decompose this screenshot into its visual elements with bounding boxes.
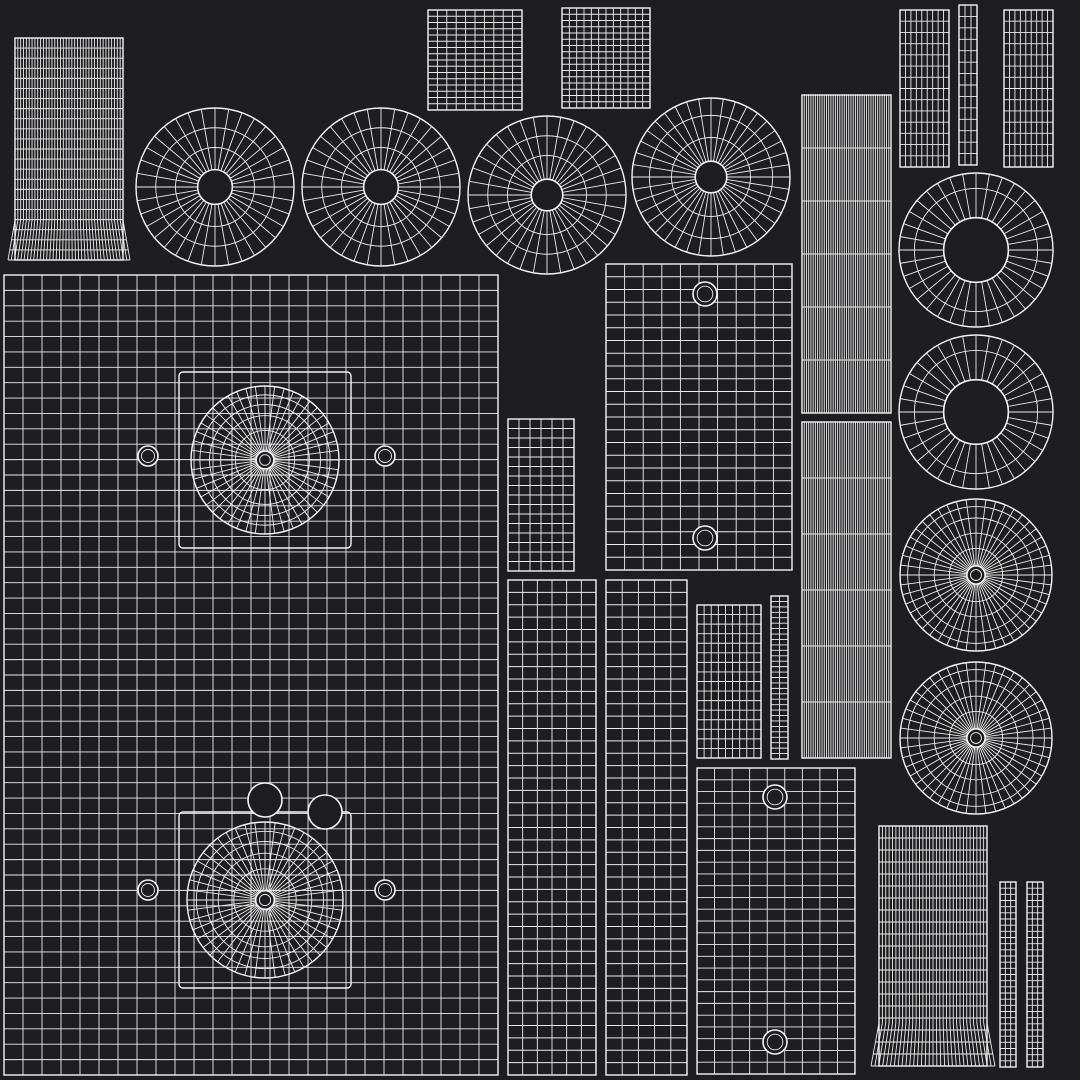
top-right-grid-island-b — [1003, 9, 1054, 168]
top-left-skirt-island — [7, 37, 131, 261]
disc-island — [898, 334, 1054, 490]
disc-island — [135, 107, 295, 267]
bottom-strip-island-b — [1026, 881, 1044, 1068]
tall-strip-island-lower — [801, 421, 892, 759]
uv-islands — [3, 4, 1054, 1076]
bottom-strip-island-a — [999, 881, 1017, 1068]
top-right-grid-island-a — [899, 9, 950, 168]
speaker-disc-island — [186, 821, 344, 979]
plate-island-lower — [696, 767, 856, 1075]
disc-island — [898, 172, 1054, 328]
main-panel-island — [3, 274, 499, 1076]
tall-strip-island-upper — [801, 94, 892, 414]
plate-island-upper — [605, 263, 793, 571]
disc-island — [301, 107, 461, 267]
column-island-b — [605, 579, 688, 1076]
top-grid-island-a — [427, 9, 523, 111]
disc-island — [467, 115, 627, 275]
column-island-a — [507, 579, 597, 1076]
grid-island-mid — [696, 604, 762, 759]
top-grid-island-b — [561, 7, 651, 109]
speaker-disc-island — [899, 498, 1053, 652]
speaker-disc-island — [899, 661, 1053, 815]
disc-island — [631, 97, 791, 257]
bottom-skirt-island — [870, 825, 996, 1067]
small-grid-island — [507, 418, 575, 572]
speaker-disc-island — [190, 385, 340, 535]
thin-strip-island — [770, 595, 789, 760]
top-right-strip-island — [958, 4, 978, 166]
